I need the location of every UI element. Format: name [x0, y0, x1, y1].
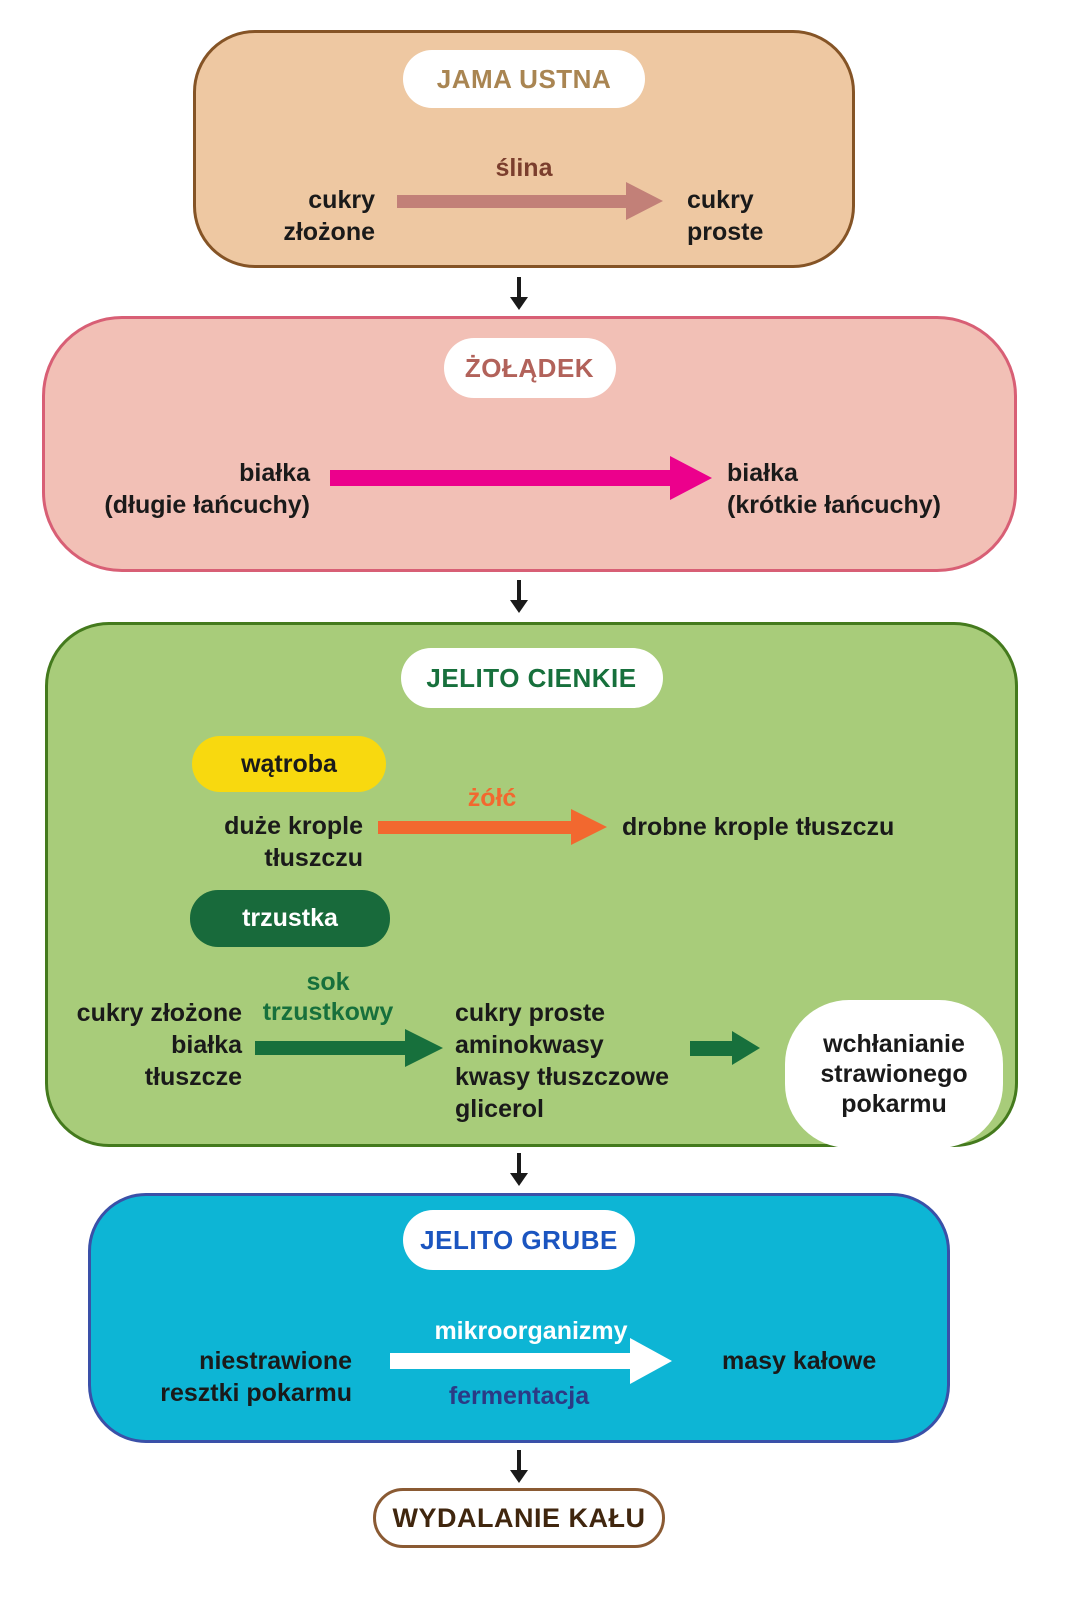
fermentation-arrow	[390, 1338, 672, 1384]
arrow-head	[732, 1031, 760, 1065]
fat-product-label: drobne krople tłuszczu	[622, 813, 895, 841]
arrow-shaft	[378, 820, 571, 834]
section-title-small-intestine: JELITO CIENKIE	[400, 648, 663, 708]
section-stomach: ŻOŁĄDEK białka (długie łańcuchy) białka …	[42, 316, 1017, 572]
arrow-head	[571, 809, 607, 845]
section-title-oral-cavity: JAMA USTNA	[403, 50, 645, 108]
arrow-head	[510, 1173, 528, 1186]
arrow-head	[670, 456, 712, 500]
flow-arrow-stomach-to-small-intestine	[509, 580, 529, 613]
arrow-shaft	[517, 1153, 521, 1173]
section-oral-cavity: JAMA USTNA ślina cukry złożone cukry pro…	[193, 30, 855, 268]
agent-label-microorganisms: mikroorganizmy	[434, 1317, 628, 1345]
arrow-shaft	[390, 1353, 630, 1369]
flow-arrow-mouth-to-stomach	[509, 277, 529, 310]
arrow-head	[405, 1029, 443, 1067]
arrow-shaft	[397, 194, 626, 208]
absorption-arrow	[690, 1031, 760, 1065]
section-large-intestine: JELITO GRUBE mikroorganizmy fermentacja …	[88, 1193, 950, 1443]
liver-pill: wątroba	[192, 736, 386, 792]
flow-arrow-large-intestine-to-excretion	[509, 1450, 529, 1483]
bile-arrow	[378, 809, 607, 845]
arrow-shaft	[517, 580, 521, 600]
section-small-intestine: JELITO CIENKIE wątroba żółć duże krople …	[45, 622, 1018, 1148]
arrow-shaft	[255, 1041, 405, 1055]
enzyme-label-pancreatic-juice: sok trzustkowy	[262, 968, 394, 1026]
pancreatic-juice-arrow	[255, 1029, 443, 1067]
product-label: białka (krótkie łańcuchy)	[727, 459, 941, 519]
protein-digestion-arrow	[330, 456, 712, 500]
enzyme-label-saliva: ślina	[495, 154, 553, 182]
arrow-shaft	[330, 470, 670, 486]
absorption-bubble: wchłanianie strawionego pokarmu	[785, 1000, 1003, 1148]
product-label: masy kałowe	[722, 1347, 877, 1375]
arrow-head	[630, 1338, 672, 1384]
substrate-label: niestrawione resztki pokarmu	[160, 1347, 352, 1407]
saliva-arrow	[397, 182, 663, 220]
substrate-label: białka (długie łańcuchy)	[104, 459, 310, 519]
arrow-shaft	[517, 277, 521, 297]
section-title-stomach: ŻOŁĄDEK	[443, 338, 616, 398]
arrow-head	[510, 1470, 528, 1483]
fat-substrate-label: duże krople tłuszczu	[224, 812, 363, 872]
arrow-shaft	[690, 1040, 732, 1056]
arrow-head	[510, 600, 528, 613]
flow-arrow-small-to-large-intestine	[509, 1153, 529, 1186]
section-title-large-intestine: JELITO GRUBE	[403, 1210, 635, 1270]
excretion-pill: WYDALANIE KAŁU	[373, 1488, 665, 1548]
pancreas-pill: trzustka	[190, 890, 390, 947]
arrow-shaft	[517, 1450, 521, 1470]
enzyme-label-bile: żółć	[467, 784, 517, 812]
product-label: cukry proste	[687, 186, 764, 246]
product-label: cukry proste aminokwasy kwasy tłuszczowe…	[455, 999, 669, 1123]
substrate-label: cukry złożone	[283, 186, 375, 246]
substrate-label: cukry złożone białka tłuszcze	[76, 999, 242, 1091]
process-label-fermentation: fermentacja	[448, 1382, 590, 1410]
arrow-head	[510, 297, 528, 310]
arrow-head	[626, 182, 663, 220]
